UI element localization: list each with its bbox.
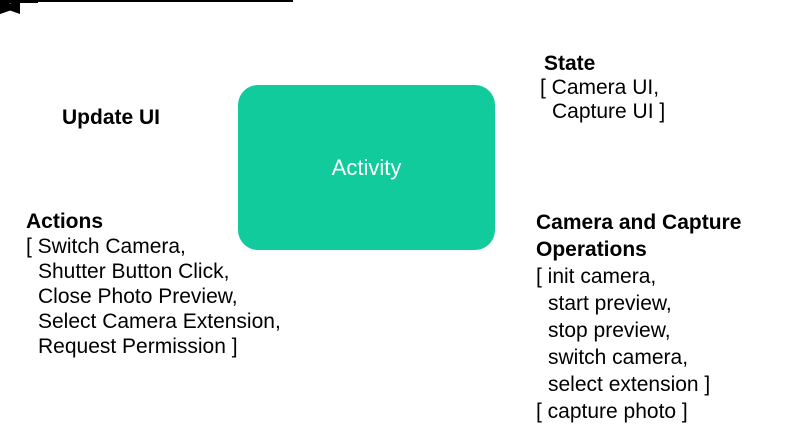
actions-line: Close Photo Preview, xyxy=(38,285,238,308)
operations-line: start preview, xyxy=(548,292,672,315)
actions-line: Request Permission ] xyxy=(38,335,238,358)
state-line: Capture UI ] xyxy=(552,100,666,123)
state-label-block: State [ Camera UI, Capture UI ] xyxy=(540,52,665,124)
actions-line: Shutter Button Click, xyxy=(38,260,230,283)
operations-line: [ init camera, xyxy=(536,265,657,288)
operations-line: [ capture photo ] xyxy=(536,400,688,423)
operations-line: switch camera, xyxy=(548,346,689,369)
state-line: [ Camera UI, xyxy=(540,76,660,99)
actions-label-block: Actions [ Switch Camera, Shutter Button … xyxy=(26,209,281,359)
operations-arrow-line xyxy=(0,0,293,2)
state-heading: State xyxy=(544,52,596,75)
actions-heading: Actions xyxy=(26,210,104,233)
operations-label-block: Camera and Capture Operations [ init cam… xyxy=(536,209,741,425)
operations-arrowhead-icon xyxy=(0,0,20,14)
operations-line: stop preview, xyxy=(548,319,671,342)
operations-line: select extension ] xyxy=(548,373,711,396)
activity-node: Activity xyxy=(238,85,495,250)
update-ui-label: Update UI xyxy=(62,106,161,129)
actions-line: [ Switch Camera, xyxy=(26,235,186,258)
operations-heading: Operations xyxy=(536,238,647,261)
activity-node-label: Activity xyxy=(331,154,402,180)
actions-line: Select Camera Extension, xyxy=(38,310,281,333)
operations-heading: Camera and Capture xyxy=(536,211,742,234)
